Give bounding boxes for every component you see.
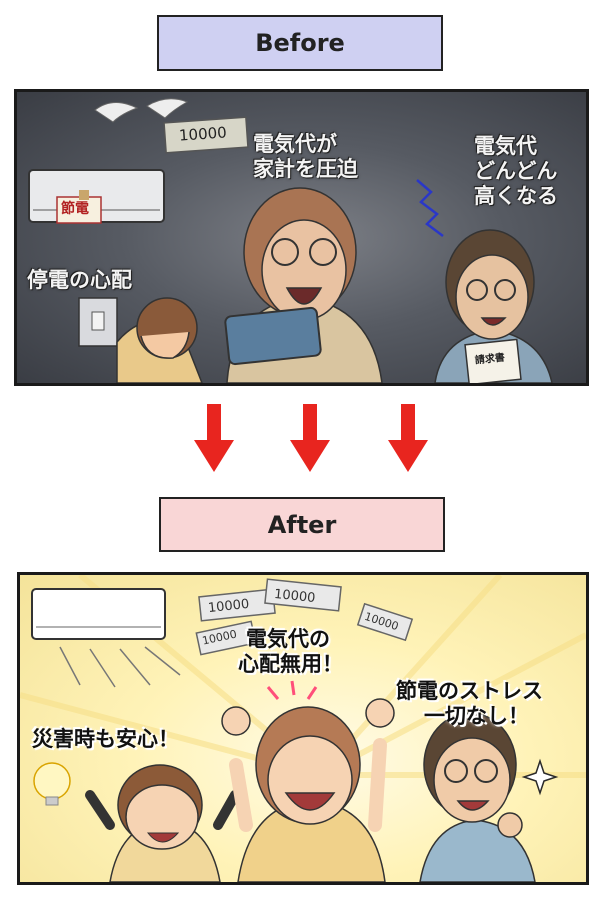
banknotes-icon <box>195 578 414 656</box>
woman-figure <box>224 187 383 383</box>
flying-banknote-icon <box>94 98 249 154</box>
caption-no-stress-line-2: 一切なし！ <box>424 704 529 729</box>
air-conditioner-icon <box>31 588 181 688</box>
man-figure <box>419 712 536 882</box>
caption-no-worry-line-2: 心配無用！ <box>238 652 343 677</box>
caption-no-stress: 節電のストレス 一切なし！ <box>396 679 543 729</box>
before-label-text: Before <box>255 29 345 57</box>
caption-rising-line-3: 高くなる <box>474 184 558 209</box>
sparkle-icon <box>521 758 559 796</box>
caption-no-worry-line-1: 電気代の <box>246 627 330 651</box>
caption-pressure-line-2: 家計を圧迫 <box>253 157 358 182</box>
caption-rising-line-2: どんどん <box>474 159 558 184</box>
down-arrow-icon <box>290 404 330 472</box>
down-arrow-icon <box>194 404 234 472</box>
excitement-marks-icon <box>266 680 318 700</box>
down-arrow-icon <box>388 404 428 472</box>
caption-no-worry: 電気代の 心配無用！ <box>238 627 343 677</box>
after-label: After <box>159 497 445 552</box>
before-illustration <box>28 98 553 383</box>
after-label-text: After <box>267 510 337 539</box>
caption-disaster: 災害時も安心！ <box>32 727 179 751</box>
woman-figure <box>221 698 395 882</box>
light-switch-icon <box>78 297 118 347</box>
before-panel: 10000 節電 請求書 電気代が 家計を圧迫 電気代 どんどん 高くなる 停電… <box>14 89 589 386</box>
air-conditioner-icon <box>28 169 165 224</box>
before-label: Before <box>157 15 443 71</box>
caption-pressure-line-1: 電気代が <box>253 132 337 156</box>
after-panel: 10000 10000 10000 10000 電気代の 心配無用！ 節電のスト… <box>17 572 589 885</box>
child-figure <box>116 297 203 383</box>
before-banknote-text: 10000 <box>178 123 228 145</box>
caption-rising: 電気代 どんどん 高くなる <box>474 134 558 210</box>
lightbulb-icon <box>33 762 71 806</box>
child-figure <box>85 764 240 882</box>
caption-outage: 停電の心配 <box>27 268 132 292</box>
man-figure <box>434 229 553 383</box>
caption-no-stress-line-1: 節電のストレス <box>396 679 543 703</box>
worry-squiggle-icon <box>416 179 444 237</box>
setsuden-sign-text: 節電 <box>61 201 89 217</box>
caption-rising-line-1: 電気代 <box>474 134 537 158</box>
caption-pressure: 電気代が 家計を圧迫 <box>253 132 358 182</box>
after-illustration <box>20 575 586 882</box>
